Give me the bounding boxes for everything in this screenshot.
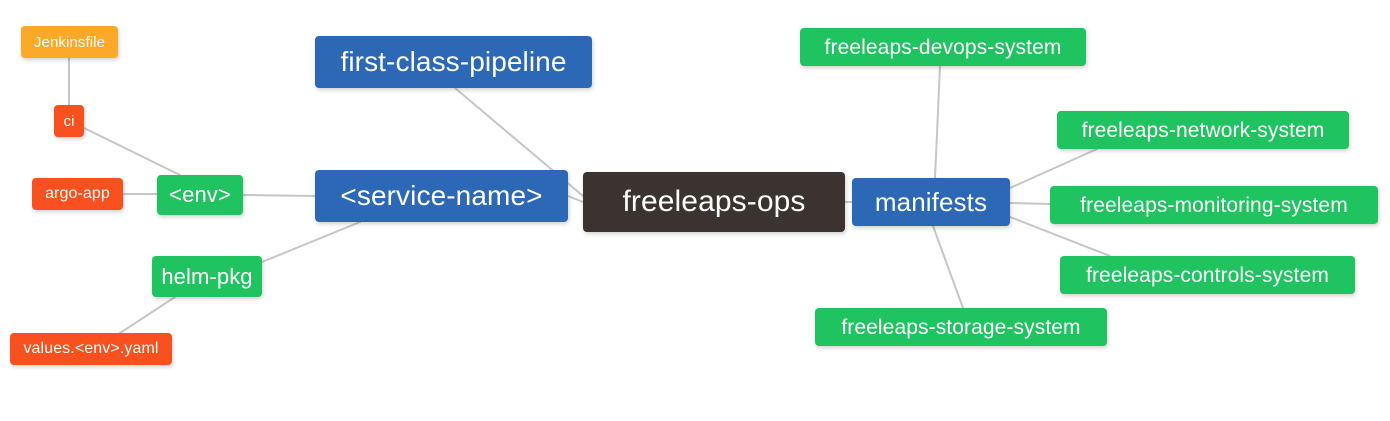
node-freeleaps-ops[interactable]: freeleaps-ops xyxy=(583,172,845,232)
node-helm-pkg[interactable]: helm-pkg xyxy=(152,256,262,297)
edge-manifests-monitor xyxy=(1009,202,1051,205)
edge-manifests-storage xyxy=(932,225,964,309)
node-label-freeleaps-controls-system: freeleaps-controls-system xyxy=(1086,263,1329,287)
node-manifests[interactable]: manifests xyxy=(852,178,1010,226)
node-freeleaps-devops-system[interactable]: freeleaps-devops-system xyxy=(800,28,1086,66)
node-jenkinsfile[interactable]: Jenkinsfile xyxy=(21,26,118,58)
node-freeleaps-storage-system[interactable]: freeleaps-storage-system xyxy=(815,308,1107,346)
node-label-env: <env> xyxy=(169,182,231,207)
edge-ops-service xyxy=(567,195,584,203)
node-label-freeleaps-storage-system: freeleaps-storage-system xyxy=(841,315,1081,339)
node-freeleaps-controls-system[interactable]: freeleaps-controls-system xyxy=(1060,256,1355,294)
edge-service-env xyxy=(242,194,316,197)
node-label-ci: ci xyxy=(63,112,75,130)
node-label-values-env-yaml: values.<env>.yaml xyxy=(23,340,159,357)
node-label-helm-pkg: helm-pkg xyxy=(161,263,253,289)
node-freeleaps-network-system[interactable]: freeleaps-network-system xyxy=(1057,111,1349,149)
edge-service-helm xyxy=(261,221,361,263)
node-label-argo-app: argo-app xyxy=(45,185,110,202)
node-label-freeleaps-ops: freeleaps-ops xyxy=(622,185,806,218)
edge-manifests-devops xyxy=(934,65,941,179)
node-label-manifests: manifests xyxy=(874,187,988,217)
node-label-freeleaps-network-system: freeleaps-network-system xyxy=(1081,118,1325,142)
node-env[interactable]: <env> xyxy=(157,175,243,215)
edge-manifests-network xyxy=(1009,148,1098,189)
node-label-service-name: <service-name> xyxy=(340,180,543,211)
node-label-freeleaps-monitoring-system: freeleaps-monitoring-system xyxy=(1080,193,1348,217)
node-label-jenkinsfile: Jenkinsfile xyxy=(33,33,106,51)
edge-helm-values xyxy=(119,296,176,334)
node-ci[interactable]: ci xyxy=(54,105,84,137)
node-service-name[interactable]: <service-name> xyxy=(315,170,568,222)
node-first-class-pipeline[interactable]: first-class-pipeline xyxy=(315,36,592,88)
node-freeleaps-monitoring-system[interactable]: freeleaps-monitoring-system xyxy=(1050,186,1378,224)
node-label-first-class-pipeline: first-class-pipeline xyxy=(340,46,567,77)
node-argo-app[interactable]: argo-app xyxy=(32,178,123,210)
edge-env-ci xyxy=(83,127,181,176)
node-label-freeleaps-devops-system: freeleaps-devops-system xyxy=(824,35,1062,59)
node-values-env-yaml[interactable]: values.<env>.yaml xyxy=(10,333,172,365)
